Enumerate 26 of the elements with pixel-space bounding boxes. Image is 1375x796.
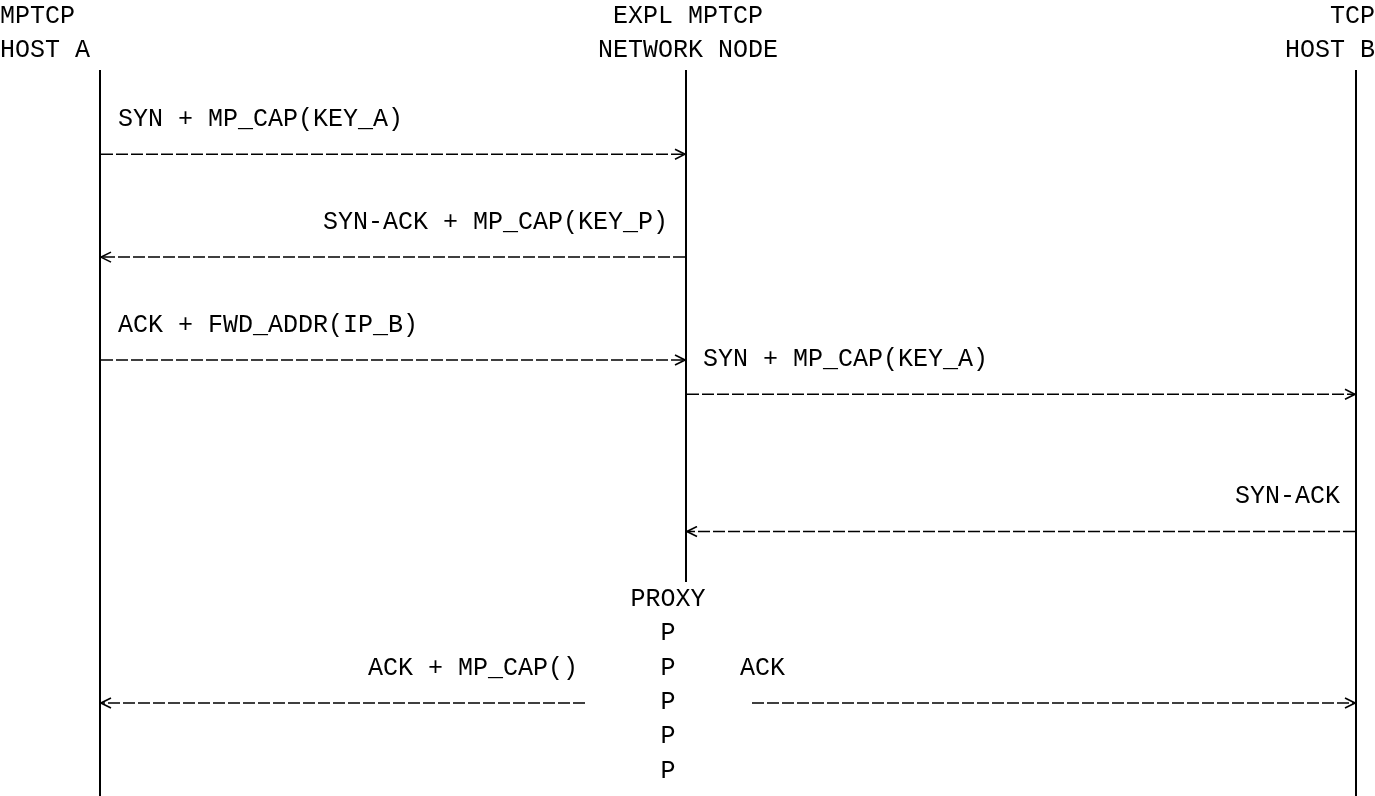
proxy-marker: P (660, 687, 676, 719)
participant-label: MPTCP HOST A (0, 0, 90, 68)
proxy-marker: P (660, 618, 676, 651)
participant-label: EXPL MPTCP NETWORK NODE (598, 0, 778, 68)
proxy-label: PROXY (630, 584, 706, 617)
message-arrow (686, 388, 1356, 401)
message-arrow (686, 525, 1356, 538)
proxy-marker: P (660, 755, 676, 788)
edge-label: SYN + MP_CAP(KEY_A) (118, 103, 404, 136)
message-arrow (100, 148, 686, 160)
edge-label: ACK + MP_CAP() (367, 652, 578, 685)
message-arrow (100, 354, 686, 366)
message-arrow (100, 251, 686, 263)
edge-label: ACK + FWD_ADDR(IP_B) (118, 309, 419, 342)
edge-label: SYN-ACK + MP_CAP(KEY_P) (322, 206, 668, 239)
participant-label: TCP HOST B (1285, 0, 1375, 68)
lifeline (1355, 69, 1357, 796)
lifeline (685, 69, 687, 582)
proxy-marker: P (660, 652, 676, 685)
edge-label: SYN + MP_CAP(KEY_A) (703, 344, 989, 376)
proxy-marker: P (660, 721, 676, 754)
edge-label: ACK (740, 652, 785, 685)
edge-label: SYN-ACK (1234, 481, 1340, 514)
message-arrow (100, 697, 586, 709)
message-arrow (751, 697, 1356, 709)
lifeline (99, 69, 101, 796)
